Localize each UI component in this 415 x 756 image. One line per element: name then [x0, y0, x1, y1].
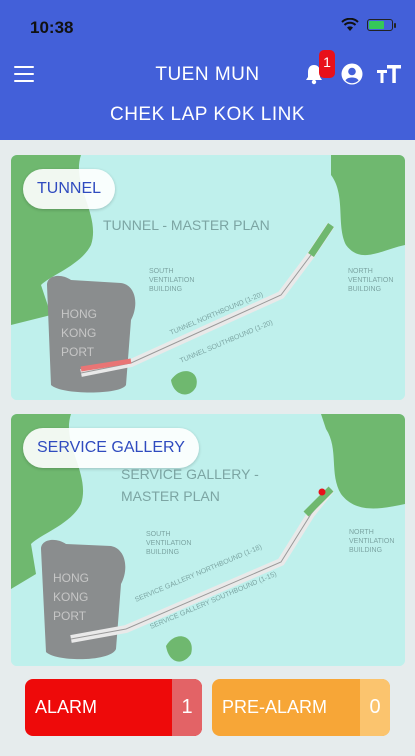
tunnel-south-label-3: BUILDING	[149, 286, 182, 293]
tunnel-north-label-1: NORTH	[348, 268, 373, 275]
wifi-icon	[341, 18, 359, 31]
service-gallery-card[interactable]: SERVICE GALLERY - MASTER PLAN SOUTH VENT…	[11, 414, 405, 666]
alarm-label: ALARM	[35, 697, 98, 717]
text-size-icon[interactable]	[376, 62, 402, 86]
menu-icon[interactable]	[14, 66, 34, 82]
gallery-map-title-1: SERVICE GALLERY -	[121, 466, 259, 482]
alarm-button[interactable]: ALARM 1	[25, 679, 202, 736]
pre-alarm-label: PRE-ALARM	[222, 697, 328, 717]
tunnel-label: TUNNEL	[23, 169, 116, 209]
tunnel-port-label-2: KONG	[61, 326, 96, 340]
alarm-count: 1	[172, 679, 202, 736]
pre-alarm-count: 0	[360, 679, 390, 736]
gallery-north-label-2: VENTILATION	[349, 538, 394, 545]
tunnel-port-label-1: HONG	[61, 307, 97, 321]
app-header: 10:38 TUEN MUN CHEK LAP KOK LINK 1	[0, 0, 415, 140]
gallery-port-label-3: PORT	[53, 609, 87, 623]
gallery-north-label-1: NORTH	[349, 529, 374, 536]
notification-badge: 1	[319, 50, 335, 78]
page-title: TUEN MUN	[155, 64, 260, 85]
page-subtitle: CHEK LAP KOK LINK	[109, 104, 306, 125]
pre-alarm-button[interactable]: PRE-ALARM 0	[212, 679, 390, 736]
gallery-port-label-2: KONG	[53, 590, 88, 604]
status-time: 10:38	[30, 18, 74, 37]
gallery-south-label-3: BUILDING	[146, 549, 179, 556]
tunnel-port-label-3: PORT	[61, 345, 95, 359]
gallery-map-title-2: MASTER PLAN	[121, 488, 220, 504]
status-icons	[341, 18, 396, 32]
tunnel-map-title: TUNNEL - MASTER PLAN	[103, 217, 270, 233]
tunnel-south-label-1: SOUTH	[149, 268, 174, 275]
service-gallery-label: SERVICE GALLERY	[23, 428, 199, 468]
bell-icon[interactable]	[302, 62, 326, 86]
tunnel-card[interactable]: TUNNEL - MASTER PLAN SOUTH VENTILATION B…	[11, 155, 405, 400]
gallery-south-label-2: VENTILATION	[146, 540, 191, 547]
gallery-south-label-1: SOUTH	[146, 531, 171, 538]
battery-icon	[367, 19, 396, 31]
tunnel-south-label-2: VENTILATION	[149, 277, 194, 284]
gallery-port-label-1: HONG	[53, 571, 89, 585]
user-icon[interactable]	[340, 62, 364, 86]
gallery-north-label-3: BUILDING	[349, 547, 382, 554]
tunnel-north-label-3: BUILDING	[348, 286, 381, 293]
tunnel-north-label-2: VENTILATION	[348, 277, 393, 284]
